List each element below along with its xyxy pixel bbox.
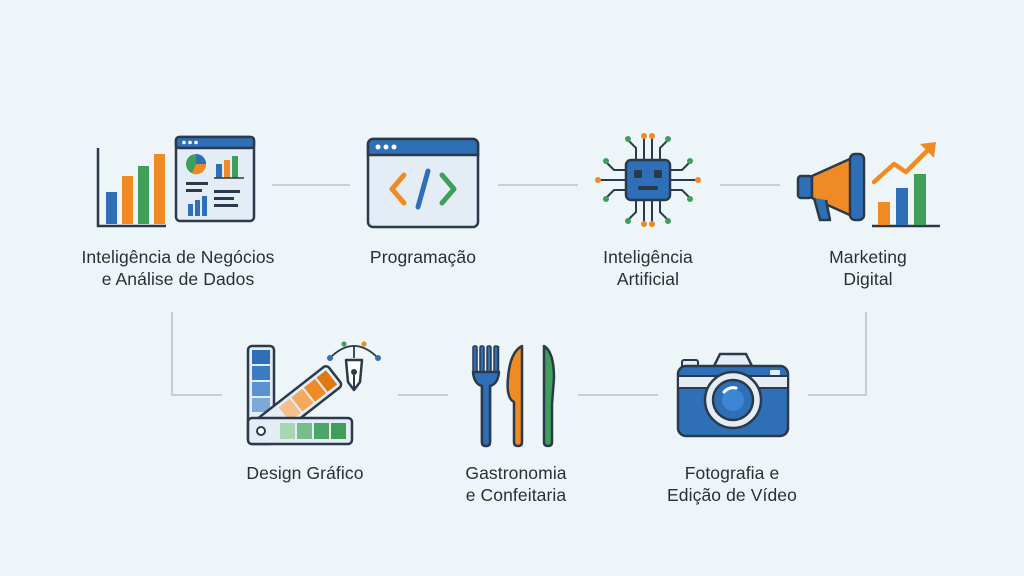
label-line-1: Gastronomia [465,463,567,483]
camera-icon [676,352,790,438]
node-label: Gastronomia e Confeitaria [436,462,596,506]
label-line-2: Digital [843,269,893,289]
node-label: Design Gráfico [220,462,390,484]
node-label: Programação [330,246,516,268]
label-line-2: Artificial [616,269,680,289]
label-line-1: Fotografia e [684,463,780,483]
label-line-1: Inteligência de Negócios [81,247,275,267]
node-label: Marketing Digital [790,246,946,290]
code-window-icon [366,137,480,229]
node-label: Inteligência Artificial [568,246,728,290]
label-line-2: e Análise de Dados [101,269,255,289]
connector-design-bi [171,312,222,396]
label-line-1: Design Gráfico [246,463,364,483]
connector-mkt-photo [808,312,867,396]
node-label: Inteligência de Negócios e Análise de Da… [56,246,300,290]
color-swatch-pen-icon [246,341,381,446]
robot-chip-icon [595,133,701,227]
label-line-2: e Confeitaria [465,485,567,505]
label-line-2: Edição de Vídeo [667,485,797,505]
node-label: Fotografia e Edição de Vídeo [646,462,818,506]
bar-chart-dashboard-icon [96,135,256,228]
cutlery-icon [471,344,556,448]
megaphone-growth-icon [796,142,940,228]
label-line-1: Inteligência [603,247,693,267]
label-line-1: Programação [369,247,477,267]
label-line-1: Marketing [829,247,907,267]
